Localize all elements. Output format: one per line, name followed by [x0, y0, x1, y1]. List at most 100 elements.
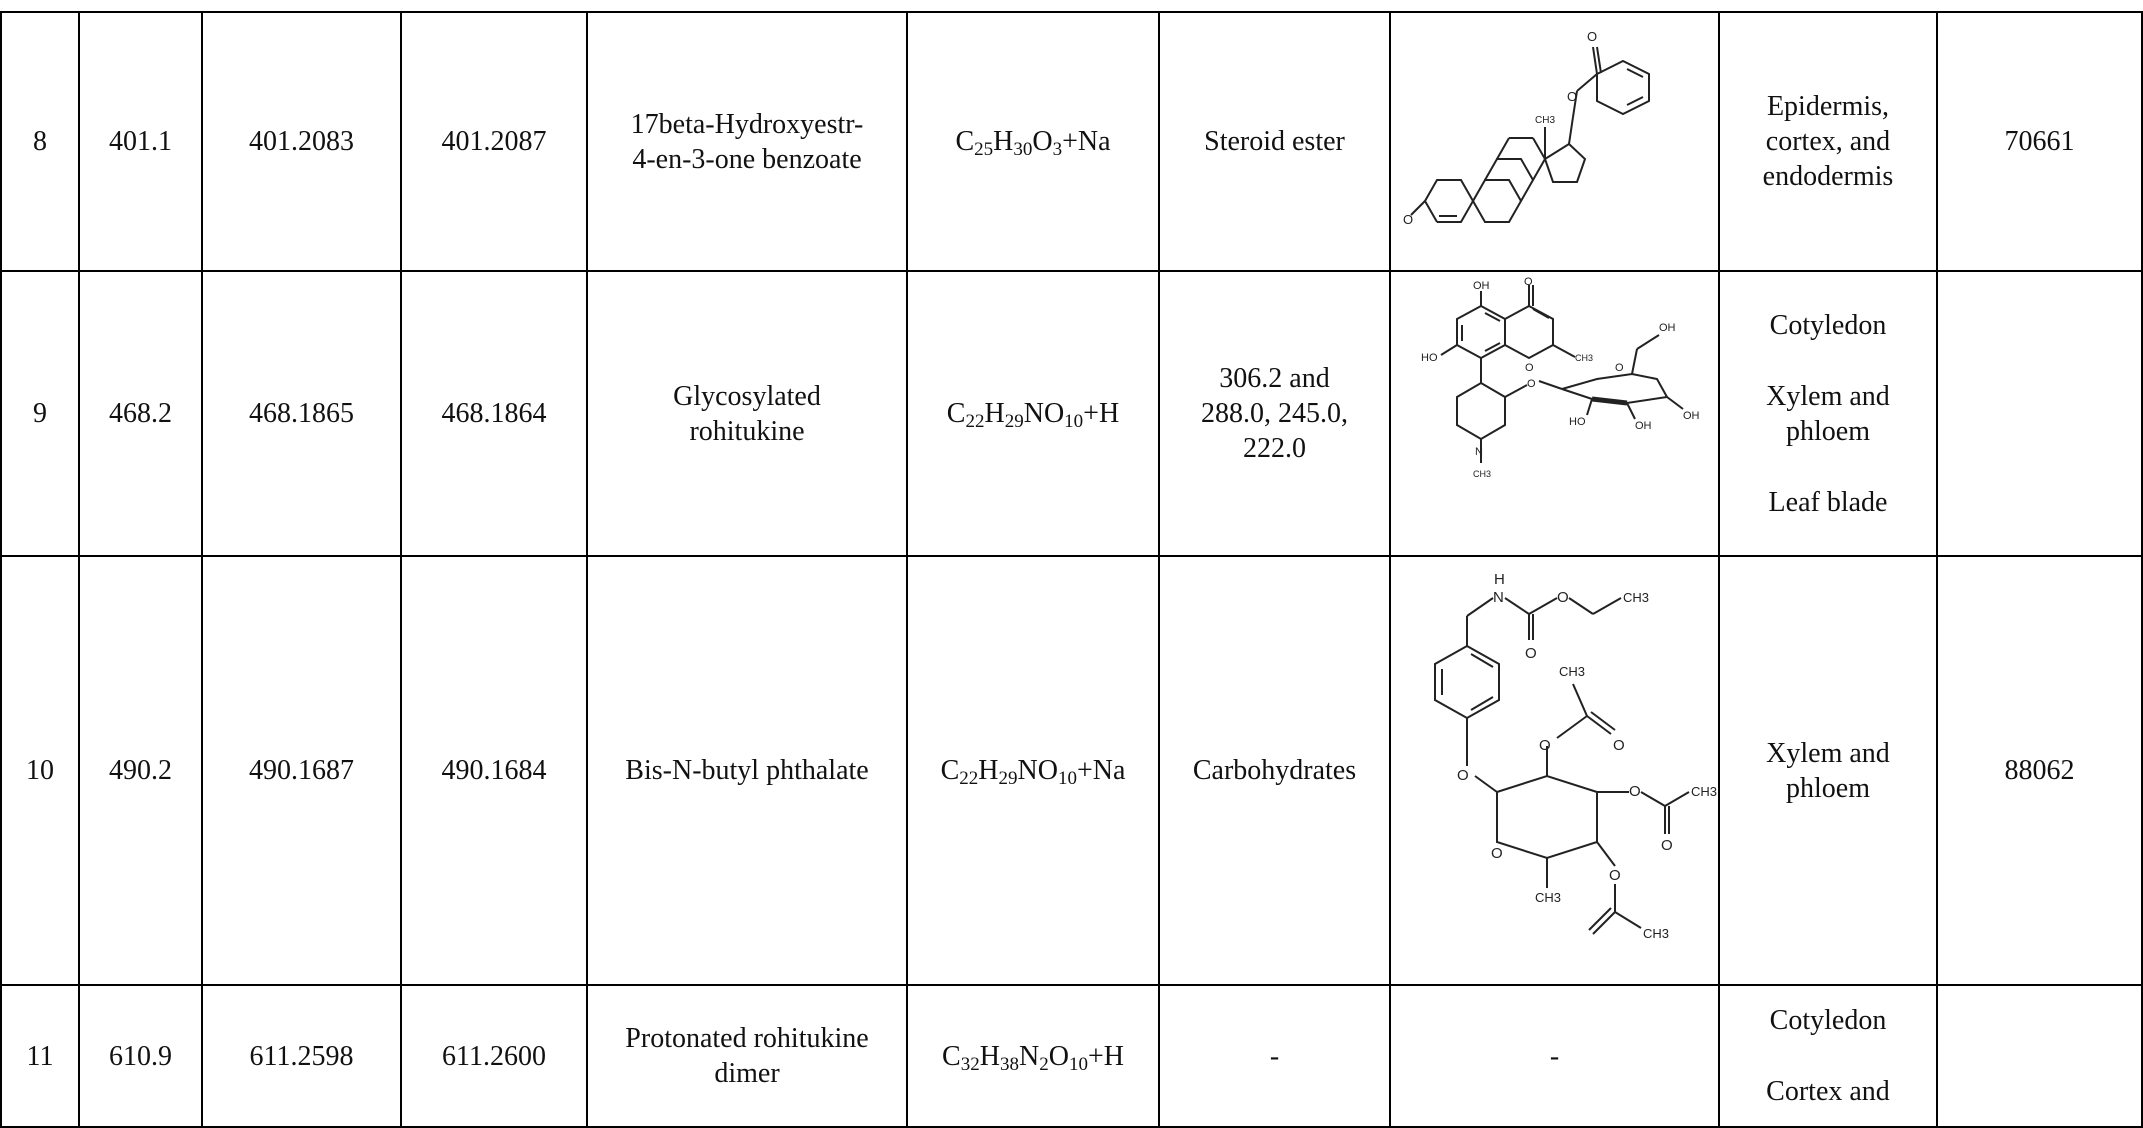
text-line: Carbohydrates	[1192, 755, 1357, 786]
formula-subscript: 38	[999, 1053, 1019, 1075]
cell-formula: C22H29NO10+H	[906, 270, 1160, 557]
formula-subscript: 2	[1039, 1053, 1049, 1075]
formula-part: H	[978, 755, 999, 786]
formula-part: +H	[1087, 1040, 1124, 1072]
formula-part: H	[984, 398, 1005, 429]
formula-part: O	[1048, 1040, 1069, 1072]
tissue-line: Cortex and	[1766, 1076, 1890, 1107]
tissue-group: Cotyledon	[1726, 308, 1930, 343]
cell-tissue: Epidermis, cortex, and endodermis	[1718, 11, 1938, 272]
tissue-group: Leaf blade	[1726, 485, 1930, 520]
structure-label: O	[1629, 783, 1641, 800]
structure-label: CH3	[1535, 115, 1555, 126]
formula-part: +H	[1083, 398, 1120, 429]
formula-part: C	[942, 1040, 961, 1072]
cell-class: 306.2 and 288.0, 245.0, 222.0	[1158, 270, 1391, 557]
structure-label: O	[1457, 767, 1469, 784]
text-line: 222.0	[1243, 433, 1306, 464]
tissue-line: phloem	[1786, 415, 1870, 447]
structure-label: CH3	[1559, 664, 1585, 679]
cell-calc-mz: 401.2083	[201, 11, 402, 272]
structure-label: OH	[1683, 410, 1700, 422]
table-row: 8 401.1 401.2083 401.2087 17beta-Hydroxy…	[0, 11, 2143, 272]
formula-part: +Na	[1062, 126, 1111, 157]
formula-part: C	[940, 755, 960, 786]
cell-class: Steroid ester	[1158, 11, 1391, 272]
tissue-line: cortex, and	[1765, 126, 1891, 157]
formula-part: NO	[1023, 398, 1065, 429]
cell-structure: -	[1389, 984, 1720, 1128]
structure-label: O	[1609, 867, 1621, 884]
cell-observed-mz: 401.1	[78, 11, 203, 272]
formula-subscript: 25	[974, 139, 994, 160]
cell-formula: C32H38N2O10+H	[906, 984, 1160, 1128]
glycosylated-rohitukine-structure: OH O HO O CH3 O O OH HO OH OH N CH3	[1421, 276, 1700, 479]
cell-class: -	[1158, 984, 1391, 1128]
formula-subscript: 22	[965, 411, 985, 432]
structure-label: O	[1524, 276, 1533, 288]
structure-label: HO	[1569, 416, 1586, 428]
cell-structure: H N O CH3 O CH3 O O O CH3 O O O CH3	[1389, 555, 1720, 986]
text-line: dimer	[714, 1058, 780, 1089]
structure-label: O	[1527, 378, 1536, 390]
structure-label: OH	[1473, 280, 1490, 292]
data-table: 8 401.1 401.2083 401.2087 17beta-Hydroxy…	[0, 11, 2143, 1128]
structure-label: CH3	[1575, 353, 1593, 363]
structure-label: O	[1615, 362, 1624, 374]
structure-label: O	[1539, 737, 1551, 754]
structure-label: O	[1613, 737, 1625, 754]
tissue-line: Xylem and	[1766, 380, 1890, 412]
formula-part: H	[979, 1040, 1000, 1072]
cell-calc-mz: 611.2598	[201, 984, 402, 1128]
tissue-line: Leaf blade	[1768, 486, 1888, 518]
cell-observed-mz: 468.2	[78, 270, 203, 557]
text-line: 288.0, 245.0,	[1201, 398, 1348, 429]
formula-subscript: 10	[1057, 768, 1077, 789]
cell-observed-mz: 610.9	[78, 984, 203, 1128]
cell-class: Carbohydrates	[1158, 555, 1391, 986]
cell-no: 10	[0, 555, 80, 986]
formula-subscript: 10	[1068, 1053, 1088, 1075]
formula-subscript: 22	[959, 768, 979, 789]
steroid-ester-structure: O O CH3 O	[1403, 29, 1650, 227]
tissue-line: endodermis	[1762, 161, 1894, 192]
structure-label: CH3	[1691, 784, 1717, 799]
tissue-group: Cortex and	[1726, 1074, 1930, 1109]
cell-no: 9	[0, 270, 80, 557]
text-line: Glycosylated	[673, 380, 821, 412]
structure-label: OH	[1659, 322, 1676, 334]
cell-id	[1936, 984, 2143, 1128]
structure-label: O	[1567, 89, 1577, 104]
formula-part: O	[1032, 126, 1053, 157]
structure-label: O	[1403, 212, 1413, 227]
tissue-line: Epidermis,	[1766, 91, 1890, 122]
structure-label: O	[1587, 29, 1597, 44]
formula-part: H	[993, 126, 1014, 157]
tissue-line: Cotyledon	[1769, 1005, 1887, 1036]
tissue-group: Cotyledon	[1726, 1003, 1930, 1038]
cell-compound: Bis-N-butyl phthalate	[586, 555, 908, 986]
formula-part: C	[946, 398, 966, 429]
formula-subscript: 29	[1004, 411, 1024, 432]
text-line: 306.2 and	[1219, 363, 1330, 394]
formula-subscript: 3	[1052, 139, 1063, 160]
formula-part: NO	[1017, 755, 1058, 786]
cell-id	[1936, 270, 2143, 557]
cell-compound: 17beta-Hydroxyestr-4-en-3-one benzoate	[586, 11, 908, 272]
cell-exact-mz: 611.2600	[400, 984, 588, 1128]
formula-subscript: 10	[1064, 411, 1084, 432]
structure-label: N	[1475, 446, 1483, 458]
cell-id: 88062	[1936, 555, 2143, 986]
structure-label: HO	[1421, 352, 1438, 364]
formula-part: +Na	[1076, 755, 1126, 786]
cell-compound: Protonated rohitukine dimer	[586, 984, 908, 1128]
cell-calc-mz: 468.1865	[201, 270, 402, 557]
text-line: Protonated rohitukine	[625, 1023, 869, 1054]
cell-exact-mz: 468.1864	[400, 270, 588, 557]
carbohydrate-structure: H N O CH3 O CH3 O O O CH3 O O O CH3	[1434, 571, 1717, 941]
